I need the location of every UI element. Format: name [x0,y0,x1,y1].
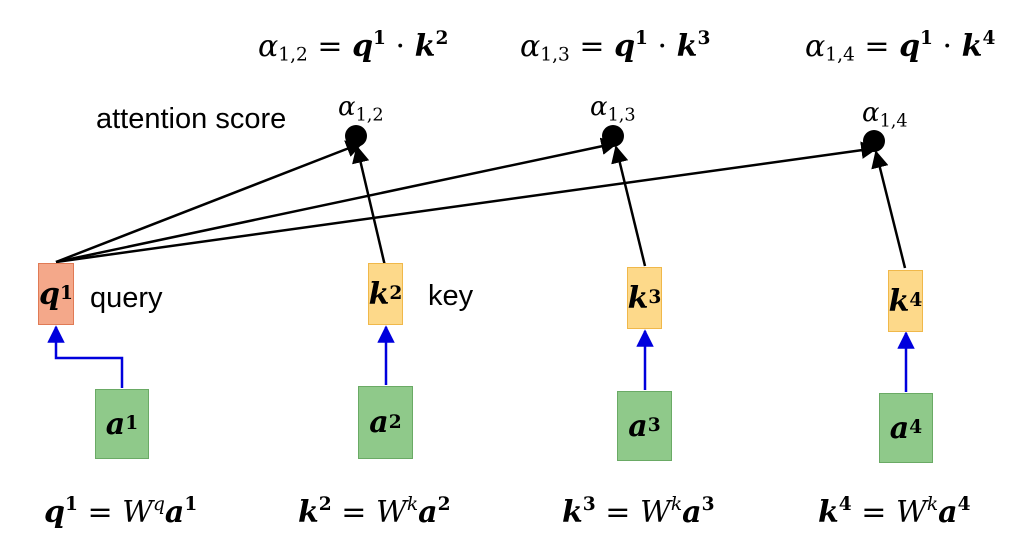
key-4-to-score-arrow [871,150,907,269]
score-formula-1-3: α1,3 = q1 · k3 [520,27,711,66]
key-2-to-score-arrow [352,145,387,267]
score-node-1-4 [863,130,885,152]
query-label: query [90,282,163,314]
projection-formula-4: k4 = Wka4 [818,493,971,530]
query-to-score-1-4-arrow [55,141,879,264]
projection-formula-2: k2 = Wka2 [298,493,451,530]
projection-formula-1: q1 = Wqa1 [44,493,198,530]
query-to-score-1-2-arrow [55,140,364,264]
key-3-to-score-arrow [611,145,647,267]
score-formula-1-2: α1,2 = q1 · k2 [258,27,449,66]
score-formula-1-4: α1,4 = q1 · k4 [805,27,996,66]
score-node-1-2 [345,125,367,147]
attention-score-label: attention score [96,103,287,135]
query-to-score-1-3-arrow [55,137,619,264]
key-label: key [428,280,474,312]
projection-formula-3: k3 = Wka3 [562,493,715,530]
score-node-label-1-3: α1,3 [590,92,636,126]
input-1-to-query-arrow [47,325,124,388]
score-node-label-1-4: α1,4 [862,98,908,132]
score-node-label-1-2: α1,2 [338,92,384,126]
score-node-1-3 [602,125,624,147]
